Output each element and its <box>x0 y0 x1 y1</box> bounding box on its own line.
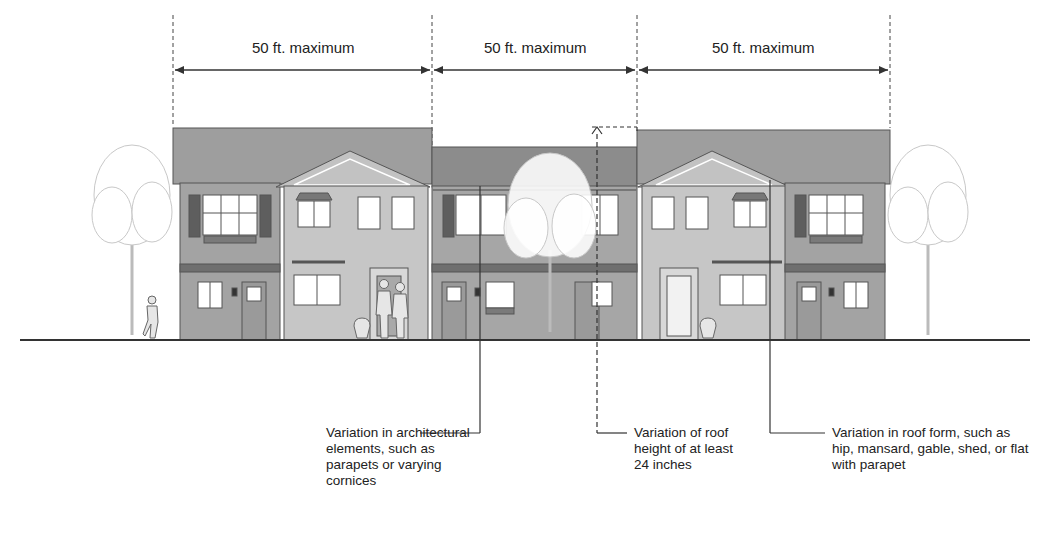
dimension-label: 50 ft. maximum <box>481 40 590 56</box>
extension-lines <box>173 15 890 145</box>
tree <box>504 153 596 332</box>
right-building <box>637 130 890 340</box>
callout-text: Variation in architectural elements, suc… <box>326 425 486 489</box>
dimension-lines <box>175 69 888 70</box>
callout-text: Variation of roof height of at least 24 … <box>634 425 746 473</box>
people-and-planters <box>143 280 716 339</box>
dimension-label: 50 ft. maximum <box>709 40 818 56</box>
leader-lines <box>420 127 825 433</box>
middle-building <box>432 147 637 340</box>
callout-text: Variation in roof form, such as hip, man… <box>832 425 1032 473</box>
ground-line <box>20 339 1030 341</box>
dimension-label: 50 ft. maximum <box>249 40 358 56</box>
left-building <box>173 128 432 340</box>
